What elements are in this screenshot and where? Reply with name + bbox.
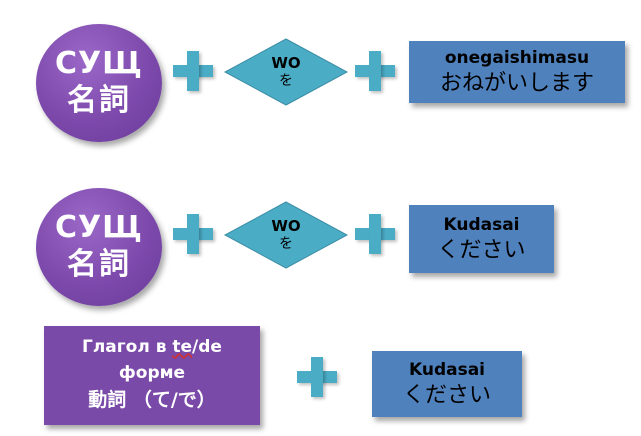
noun-label-jp: 名詞 [67, 247, 131, 282]
phrase-box-1: onegaishimasu おねがいします [409, 41, 625, 103]
particle-kana: を [279, 73, 293, 89]
noun-circle-2: СУЩ 名詞 [36, 188, 162, 306]
noun-label-ru: СУЩ [55, 46, 143, 81]
phrase-kana: ください [402, 383, 491, 408]
verb-label-line2: форме [118, 363, 186, 383]
noun-label-ru: СУЩ [55, 210, 143, 245]
phrase-romaji: Kudasai [443, 215, 520, 235]
noun-circle-1: СУЩ 名詞 [36, 24, 162, 142]
verb-label-jp: 動詞 （て/で） [88, 389, 216, 411]
phrase-kana: おねがいします [439, 71, 594, 96]
plus-icon [355, 214, 395, 254]
noun-label-jp: 名詞 [67, 83, 131, 118]
particle-diamond-1: WO を [223, 37, 349, 107]
plus-icon [355, 51, 395, 91]
plus-icon [173, 214, 213, 254]
particle-romaji: WO [271, 217, 301, 235]
phrase-box-2: Kudasai ください [409, 205, 554, 273]
particle-diamond-2: WO を [223, 200, 349, 270]
verb-label-line1: Глагол в te/de [82, 337, 222, 357]
phrase-box-3: Kudasai ください [372, 351, 522, 417]
phrase-romaji: onegaishimasu [444, 48, 590, 68]
phrase-kana: ください [437, 238, 526, 263]
phrase-romaji: Kudasai [408, 360, 486, 380]
verb-te-form-box: Глагол в te/de форме 動詞 （て/で） [44, 326, 260, 425]
plus-icon [173, 51, 213, 91]
particle-romaji: WO [271, 54, 301, 72]
plus-icon [297, 357, 337, 397]
particle-kana: を [279, 236, 293, 252]
